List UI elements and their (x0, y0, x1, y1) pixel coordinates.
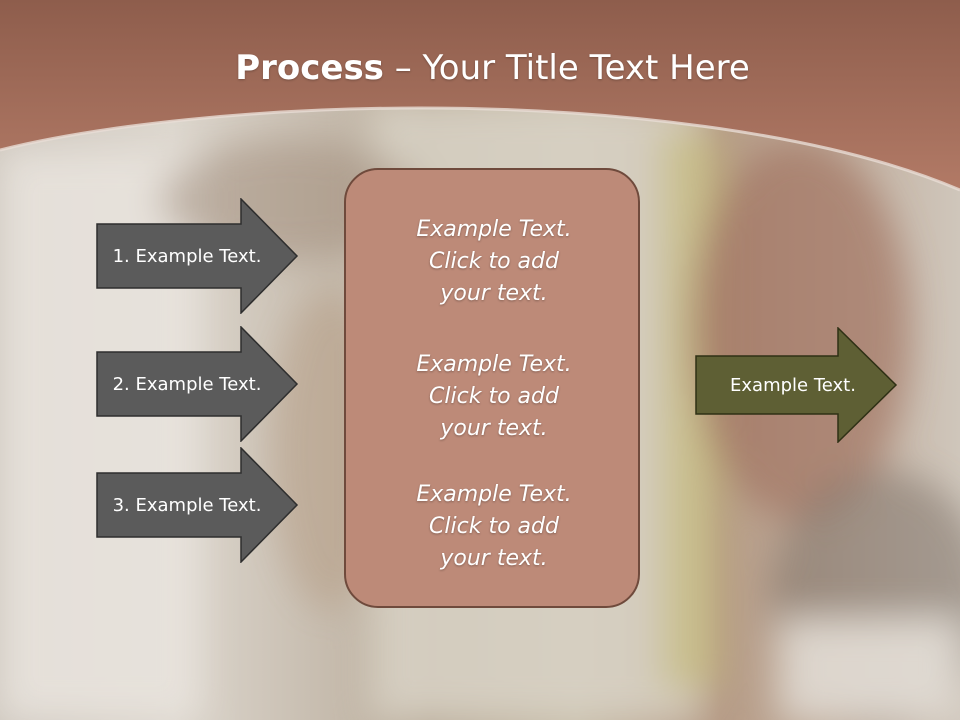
step-arrow-1[interactable]: 1. Example Text. (96, 198, 300, 314)
title-rest: – Your Title Text Here (383, 48, 750, 88)
arrow-right-icon (96, 447, 299, 563)
arrow-right-icon (695, 327, 898, 443)
step-arrow-3[interactable]: 3. Example Text. (96, 447, 300, 563)
title-bold: Process (235, 48, 384, 88)
process-text-3[interactable]: Example Text. Click to add your text. (416, 482, 572, 571)
step-label: 2. Example Text. (112, 373, 262, 395)
process-text-2[interactable]: Example Text. Click to add your text. (416, 352, 572, 441)
step-arrow-2[interactable]: 2. Example Text. (96, 326, 300, 442)
output-arrow[interactable]: Example Text. (695, 327, 899, 443)
process-text-1[interactable]: Example Text. Click to add your text. (416, 217, 572, 306)
arrow-right-icon (96, 326, 299, 442)
process-box[interactable]: Example Text. Click to add your text. Ex… (344, 168, 640, 608)
arrow-right-icon (96, 198, 299, 314)
output-label: Example Text. (730, 374, 856, 396)
step-label: 1. Example Text. (112, 245, 262, 267)
step-label: 3. Example Text. (112, 494, 262, 516)
slide-title[interactable]: Process – Your Title Text Here (0, 48, 960, 88)
